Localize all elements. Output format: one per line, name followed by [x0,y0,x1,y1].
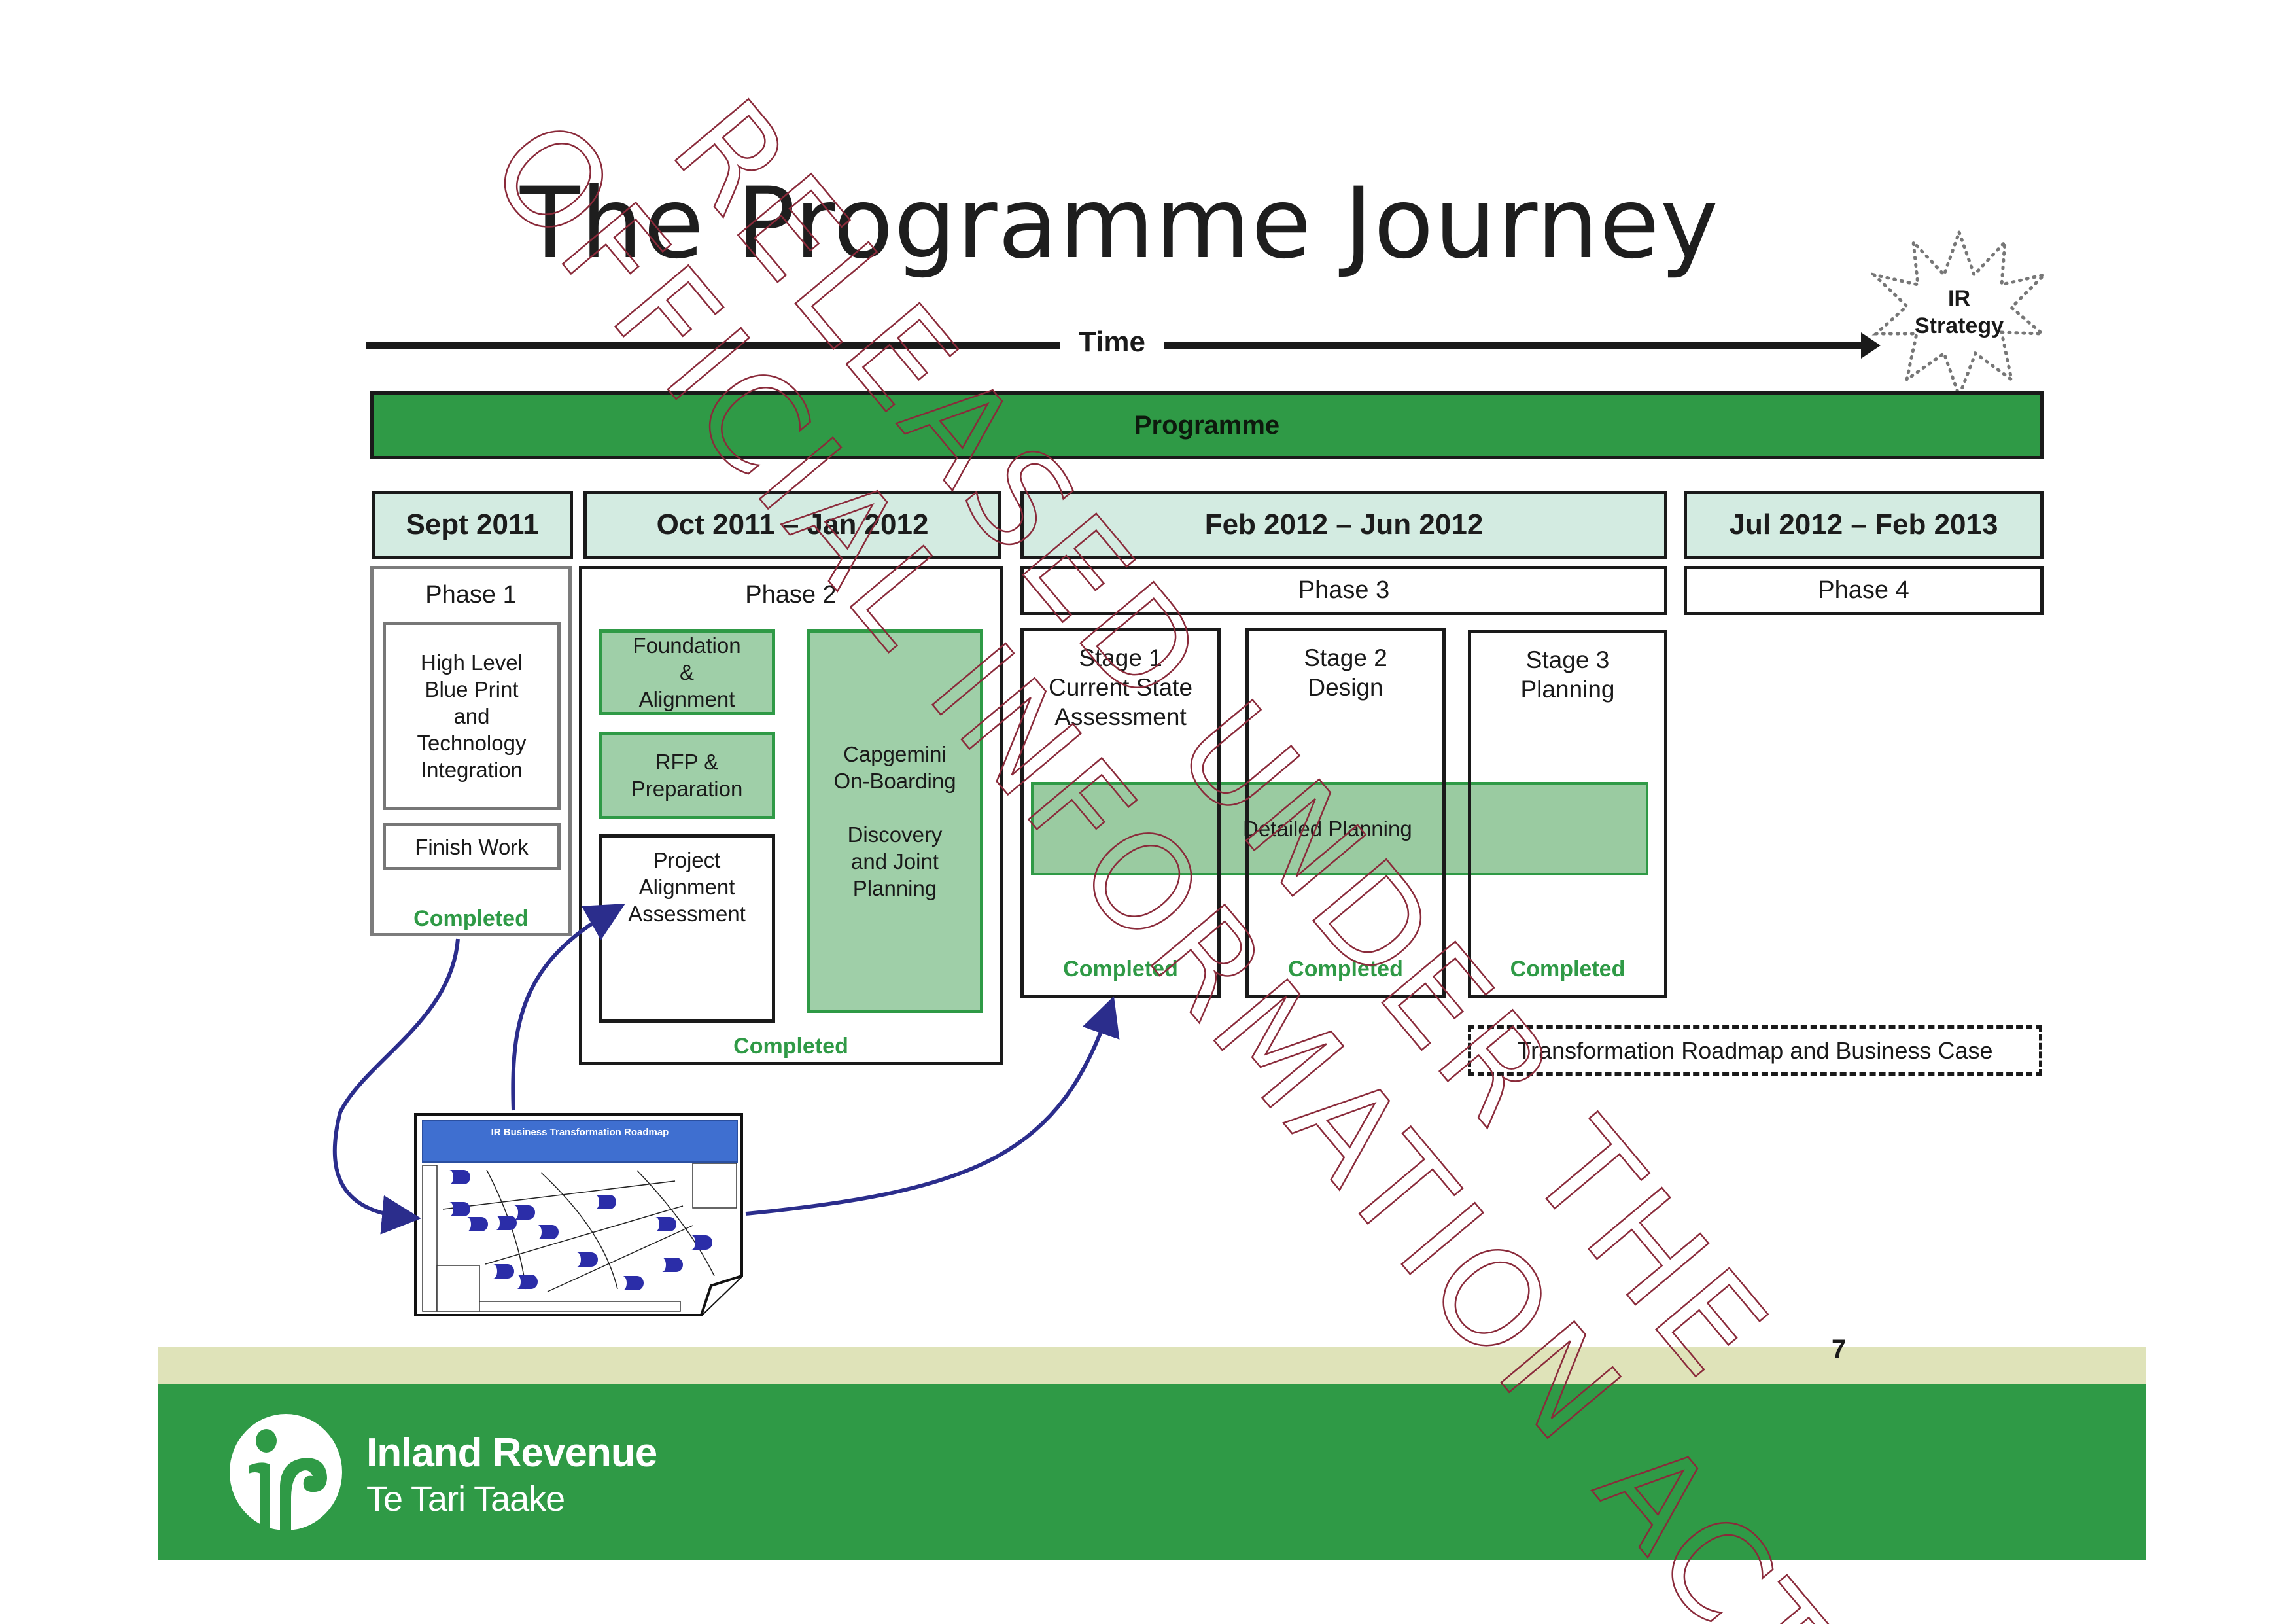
stage-1-status: Completed [1063,957,1178,981]
footer-light-band [158,1347,2146,1384]
detailed-planning-band [1031,782,1648,875]
ir-strategy-label: IR Strategy [1897,285,2021,340]
stage-1-box: Stage 1 Current State Assessment Complet… [1020,628,1221,998]
org-name-maori: Te Tari Taake [366,1479,565,1519]
time-label: Time [1079,326,1145,358]
phase-4-bar: Phase 4 [1684,566,2044,615]
footer-green-band [158,1384,2146,1560]
time-line-right [1164,342,1864,349]
task-high-level-blueprint: High Level Blue Print and Technology Int… [383,622,561,810]
phase-1-label: Phase 1 [425,581,517,609]
period-header-sept-2011: Sept 2011 [372,491,573,559]
phase-2-label: Phase 2 [745,581,837,609]
task-capgemini-onboarding: Capgemini On-Boarding Discovery and Join… [807,629,983,1013]
stage-2-title: Stage 2 Design [1304,644,1387,701]
phase-3-label: Phase 3 [1298,576,1390,604]
time-line-left [366,342,1060,349]
task-project-alignment-assessment: Project Alignment Assessment [599,834,775,1023]
stage-3-title: Stage 3 Planning [1520,646,1615,703]
stage-3-box: Stage 3 Planning Completed [1468,630,1667,998]
phase-4-label: Phase 4 [1818,576,1909,604]
stage-3-status: Completed [1510,957,1626,981]
period-header-jul-feb: Jul 2012 – Feb 2013 [1684,491,2044,559]
programme-bar: Programme [370,391,2044,459]
task-rfp-preparation: RFP & Preparation [599,732,775,819]
period-header-oct-jan: Oct 2011 – Jan 2012 [583,491,1001,559]
org-name: Inland Revenue [366,1430,657,1475]
task-finish-work: Finish Work [383,823,561,870]
period-header-feb-jun: Feb 2012 – Jun 2012 [1020,491,1667,559]
roadmap-thumbnail-icon [414,1113,743,1316]
ir-strategy-line2: Strategy [1914,313,2004,338]
detailed-planning-label: Detailed Planning [1243,817,1412,841]
phase-3-bar: Phase 3 [1020,566,1667,615]
stage-1-title: Stage 1 Current State Assessment [1048,644,1193,730]
ir-strategy-line1: IR [1948,286,1970,311]
stage-2-box: Stage 2 Design Completed [1245,628,1446,998]
deliverable-roadmap-business-case: Transformation Roadmap and Business Case [1468,1025,2042,1076]
page-title: The Programme Journey [520,167,1719,281]
inland-revenue-logo-icon [230,1414,342,1530]
stage-2-status: Completed [1288,957,1403,981]
phase-2-status: Completed [733,1034,848,1059]
time-arrowhead-icon [1861,332,1881,359]
phase-1-status: Completed [413,906,529,931]
roadmap-thumbnail-title: IR Business Transformation Roadmap [491,1127,669,1138]
page-number: 7 [1832,1335,1847,1364]
task-foundation-alignment: Foundation & Alignment [599,629,775,715]
